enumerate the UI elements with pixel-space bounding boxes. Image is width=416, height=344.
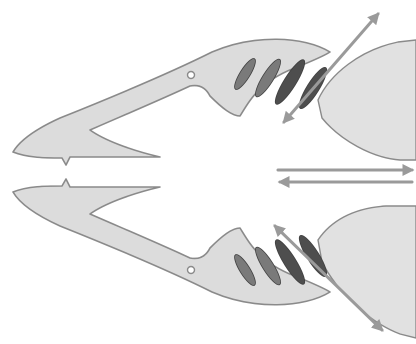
upper-jaw-shape: [13, 39, 330, 165]
lower-pivot-joint: [188, 267, 195, 274]
lower-jaw-shape: [13, 179, 330, 305]
lower-body-shape: [318, 206, 416, 338]
upper-body-shape: [318, 40, 416, 160]
upper-pivot-joint: [188, 72, 195, 79]
